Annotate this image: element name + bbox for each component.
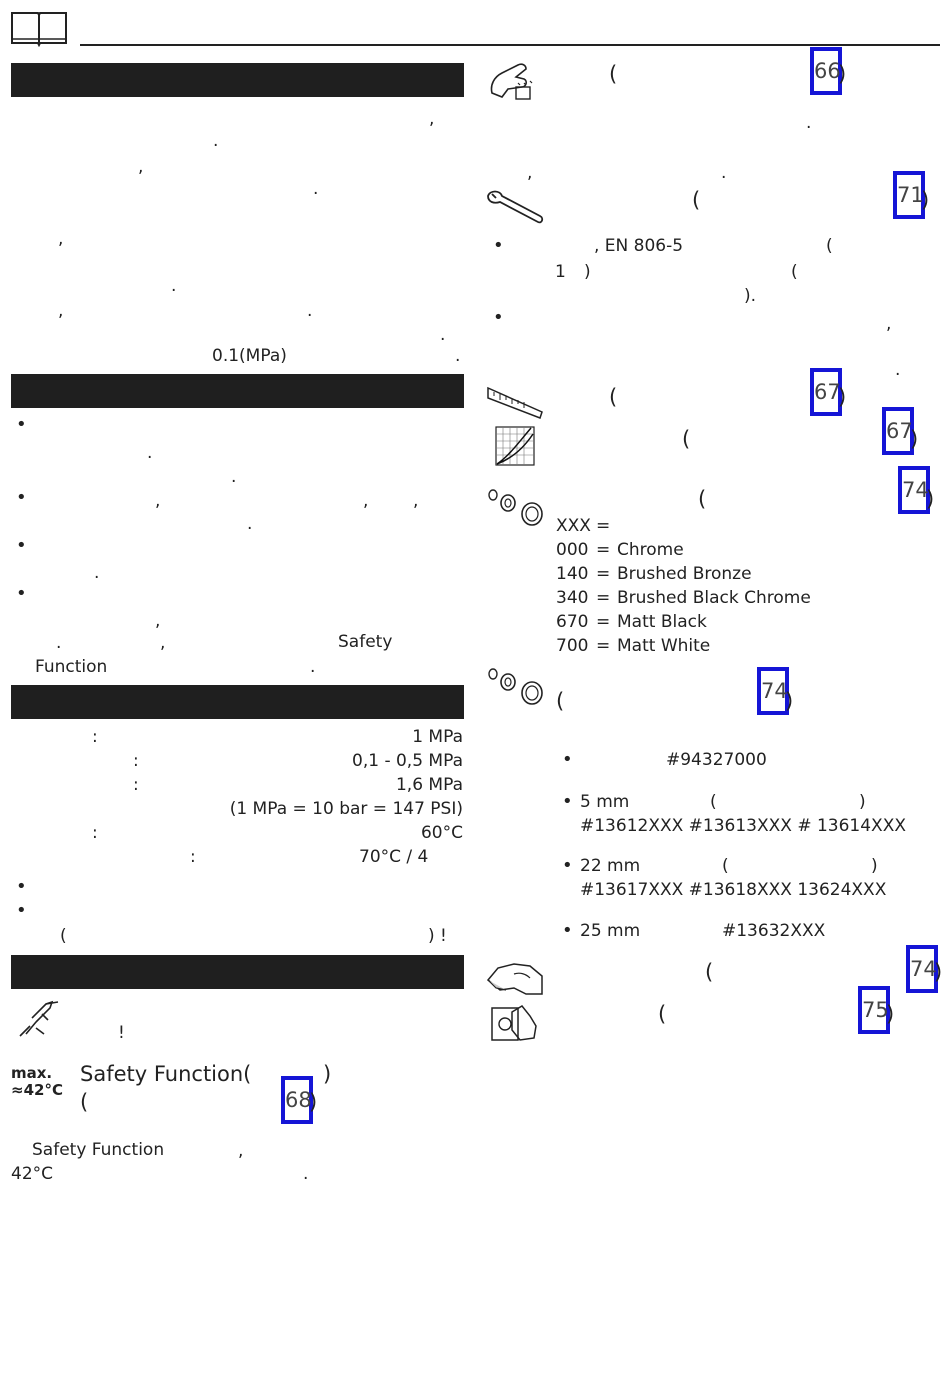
ref-page-68[interactable]: 68 — [281, 1076, 313, 1124]
ref-page-71[interactable]: 71 — [893, 171, 925, 219]
max-temp-icon: max. ≈42°C — [11, 1064, 63, 1099]
cartridge-parts-icon-2 — [488, 668, 543, 705]
section-bar-2 — [11, 374, 464, 408]
ref-page-66[interactable]: 66 — [810, 47, 842, 95]
hand-operating-icon — [491, 1005, 537, 1041]
ref-page-75[interactable]: 75 — [858, 986, 890, 1034]
ref-page-67-a[interactable]: 67 — [810, 368, 842, 416]
header-rule — [80, 44, 940, 46]
ruler-icon — [487, 386, 543, 419]
ref-page-74-c[interactable]: 74 — [906, 945, 938, 993]
section-bar-3 — [11, 685, 464, 719]
hand-wash-icon — [490, 63, 533, 100]
cartridge-parts-icon — [488, 489, 543, 526]
hand-cleaning-icon — [486, 963, 543, 995]
ref-page-67-b[interactable]: 67 — [882, 407, 914, 455]
sealant-gun-icon — [19, 1000, 59, 1037]
section-bar-4 — [11, 955, 464, 989]
book-icon — [11, 12, 67, 47]
flow-diagram-icon — [495, 426, 535, 466]
ref-page-74-b[interactable]: 74 — [757, 667, 789, 715]
section-bar-1 — [11, 63, 464, 97]
ref-page-74-a[interactable]: 74 — [898, 466, 930, 514]
wrench-icon — [487, 190, 544, 224]
